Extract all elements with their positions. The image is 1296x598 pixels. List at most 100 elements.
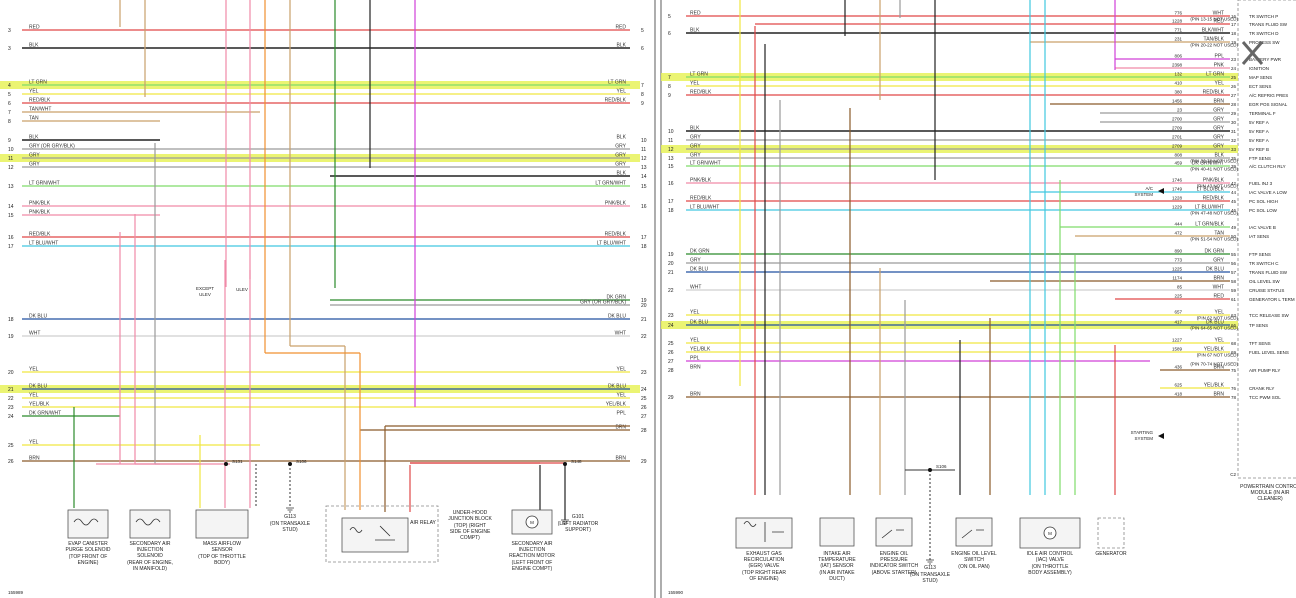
circuit-number: 23 [1177,108,1183,113]
pcm-box [1237,0,1296,479]
system-label: A/C [1145,186,1153,191]
wire-label: GRY [1213,258,1224,264]
pcm-function: TR SWITCH P [1249,14,1278,19]
pin-number: 5 [641,28,644,34]
pin-number: 78 [1231,395,1237,400]
pin-number: 25 [1231,75,1237,80]
pcm-function: 5V REF B [1249,147,1269,152]
circuit-number: 132 [1174,72,1182,77]
pins-not-used: (PIN 70-74 NOT USED) [1190,362,1238,367]
wire-label: RED/BLK [605,98,627,104]
splice-dot [224,462,228,466]
egr-valve-box [735,517,793,549]
wire-label: YEL [617,89,627,95]
pin-number: 50 [1231,234,1237,239]
circuit-number: 2701 [1172,135,1183,140]
wire-label: GRY [615,144,626,150]
pcm-function: ECT SENS [1249,84,1271,89]
pin-number: 20 [641,303,647,309]
pin-number: 76 [1231,386,1237,391]
wire-label: BLK [29,135,39,141]
wire-label: GRY [29,153,40,159]
motor-symbol: M [530,520,534,525]
close-button[interactable] [1241,41,1264,65]
wire-label: DK BLU [690,320,708,326]
wire-label: RED/BLK [605,232,627,238]
component-name: G113 [284,514,296,520]
pin-number: 33 [1231,147,1237,152]
wire-label: GRY [615,153,626,159]
wire-label: BRN [29,456,40,462]
wire-label: BRN [1213,99,1224,105]
egr-icon [743,521,784,542]
component-label: AIR RELAY [410,520,436,526]
wire-label: YEL [1215,338,1225,344]
wire-label: DK GRN [607,295,627,301]
pin-number: 24 [668,323,674,329]
pcm-function: PROCESS SW [1249,40,1280,45]
wire-label: RED/BLK [690,90,712,96]
pin-number: 19 [668,252,674,258]
pin-number: 26 [668,350,674,356]
pin-number: 27 [641,414,647,420]
component-location: (REAR OF ENGINE,IN MANIFOLD) [127,560,173,572]
wire-label: YEL [690,81,700,87]
pcm-function: FUEL LEVEL SENS [1249,350,1289,355]
connector-label: C2 [1230,472,1236,477]
motor-icon [1043,526,1057,540]
pcm-function: 5V REF A [1249,120,1269,125]
pin-number: 49 [1231,225,1237,230]
wire-label: LT GRN/WHT [595,181,626,187]
oil-level-switch-box [955,517,993,547]
wire-label: GRY [690,258,701,264]
pin-number: 25 [641,396,647,402]
wire-label: TAN/BLK [1204,37,1225,43]
circuit-number: 85 [1177,285,1183,290]
component-name: G101 [572,514,584,520]
circuit-number: 625 [1174,383,1182,388]
figure-id: 155989 [8,590,24,595]
pin-number: 14 [8,204,14,210]
component-name: GENERATOR [1095,551,1127,557]
wire-label: LT GRN [608,80,626,86]
pin-number: 22 [8,396,14,402]
ground-icon [561,519,569,525]
pin-number: 22 [668,288,674,294]
component-location: (ON OIL PAN) [958,564,990,570]
pin-number: 44 [1231,190,1237,195]
pins-not-used: (PIN 43 NOT USED) [1197,184,1239,189]
circuit-number: 1749 [1172,187,1183,192]
pin-number: 14 [641,174,647,180]
wire-label: LT BLU/WHT [1195,205,1224,211]
wire-label: BLK [690,126,700,132]
generator-box [1097,517,1125,549]
circuit-number: 459 [1174,161,1182,166]
circuit-number: 410 [1174,81,1182,86]
pcm-function: TFT SENS [1249,341,1271,346]
wire-label: GRY [690,144,701,150]
wire-label: TAN/WHT [29,107,51,113]
wire-label: YEL [617,367,627,373]
pin-number: 25 [8,443,14,449]
wire-label: GRY [690,135,701,141]
pin-number: 12 [8,165,14,171]
wire-label: DK GRN/WHT [1192,161,1224,167]
pcm-function: PC SOL LOW [1249,208,1278,213]
pins-not-used: (PIN 67 NOT USED) [1197,353,1239,358]
wire-label: LT GRN/WHT [690,161,721,167]
component-name: IDLE AIR CONTROL(IAC) VALVE [1027,551,1074,563]
pins-not-used: (PIN 47-48 NOT USED) [1190,211,1238,216]
splice-label: S148 [571,459,582,464]
circuit-number: 1589 [1172,347,1183,352]
